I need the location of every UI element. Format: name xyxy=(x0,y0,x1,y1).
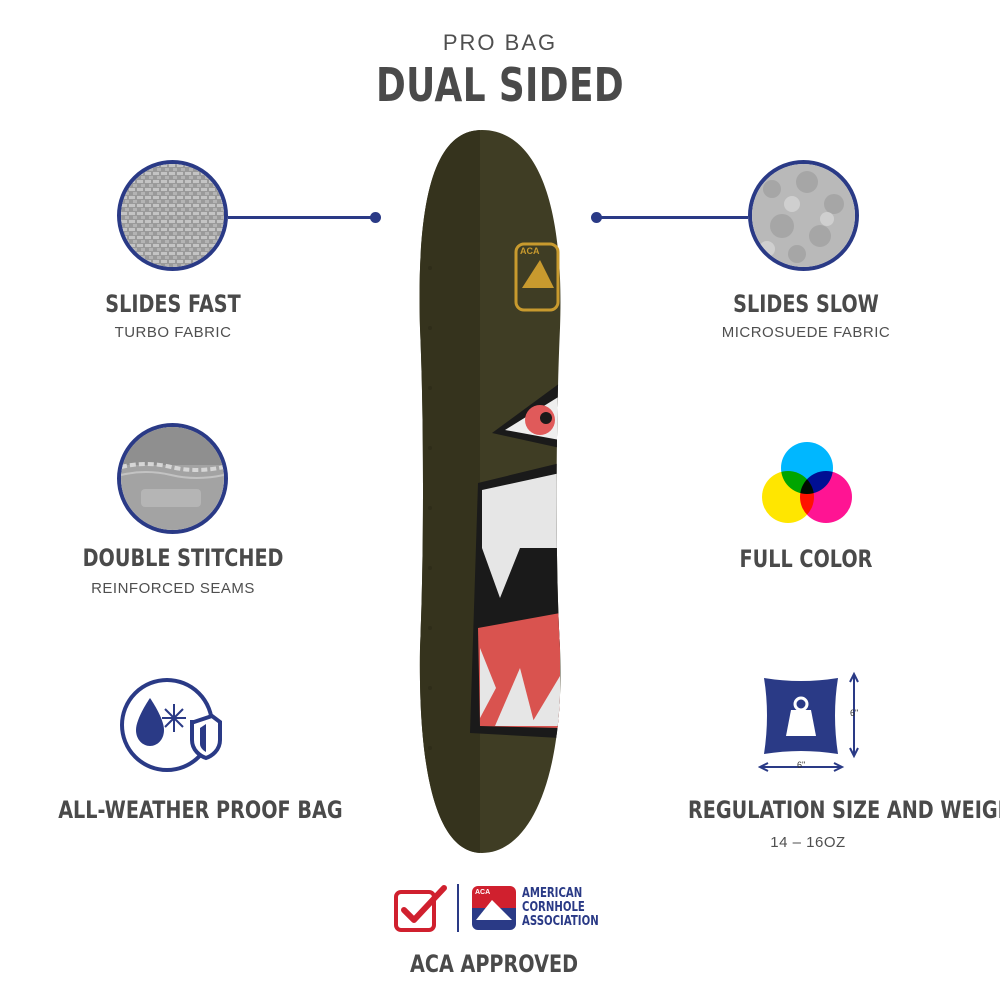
aca-logo: ACA xyxy=(472,886,516,930)
stitch-icon xyxy=(121,427,224,530)
page-subtitle: PRO BAG xyxy=(442,30,558,55)
aca-line3: ASSOCIATION xyxy=(522,914,599,929)
checkbox-icon xyxy=(394,885,447,932)
page-title: DUAL SIDED xyxy=(375,58,625,112)
color-circles-icon xyxy=(762,442,852,523)
connector-line-left xyxy=(228,216,376,219)
feature-title-slides-fast: SLIDES FAST xyxy=(105,290,241,318)
aca-mountain-icon xyxy=(476,900,512,920)
feature-sub-double-stitched: REINFORCED SEAMS xyxy=(91,580,255,597)
feature-title-slides-slow: SLIDES SLOW xyxy=(733,290,879,318)
weather-shield-icon xyxy=(136,698,222,761)
feature-sub-slides-fast: TURBO FABRIC xyxy=(114,324,232,341)
footer-divider xyxy=(457,884,459,932)
feature-sub-regulation: 14 – 16OZ xyxy=(770,834,846,851)
microsuede-swatch xyxy=(748,160,859,271)
connector-dot-right xyxy=(591,212,602,223)
feature-title-weather: ALL-WEATHER PROOF BAG xyxy=(58,796,343,824)
feature-sub-slides-slow: MICROSUEDE FABRIC xyxy=(721,324,891,341)
aca-line2: CORNHOLE xyxy=(522,900,585,915)
feature-title-full-color: FULL COLOR xyxy=(739,545,873,573)
bag-badge-text: ACA xyxy=(520,246,540,256)
dimension-height-label: 6" xyxy=(850,708,859,718)
connector-line-right xyxy=(600,216,748,219)
turbo-fabric-swatch xyxy=(117,160,228,271)
aca-wordmark: AMERICAN CORNHOLE ASSOCIATION xyxy=(522,887,599,929)
fabric-weave-icon xyxy=(121,164,224,267)
microsuede-icon xyxy=(752,164,855,267)
aca-approved-label: ACA APPROVED xyxy=(410,950,578,978)
aca-mini-text: ACA xyxy=(475,889,491,896)
weight-icon xyxy=(758,671,859,772)
bag-image xyxy=(419,130,561,853)
dimension-width-label: 6" xyxy=(797,760,806,770)
feature-title-double-stitched: DOUBLE STITCHED xyxy=(82,544,284,572)
connector-dot-left xyxy=(370,212,381,223)
aca-line1: AMERICAN xyxy=(522,886,583,901)
feature-title-regulation: REGULATION SIZE AND WEIGHT xyxy=(688,796,1000,824)
stitch-swatch xyxy=(117,423,228,534)
